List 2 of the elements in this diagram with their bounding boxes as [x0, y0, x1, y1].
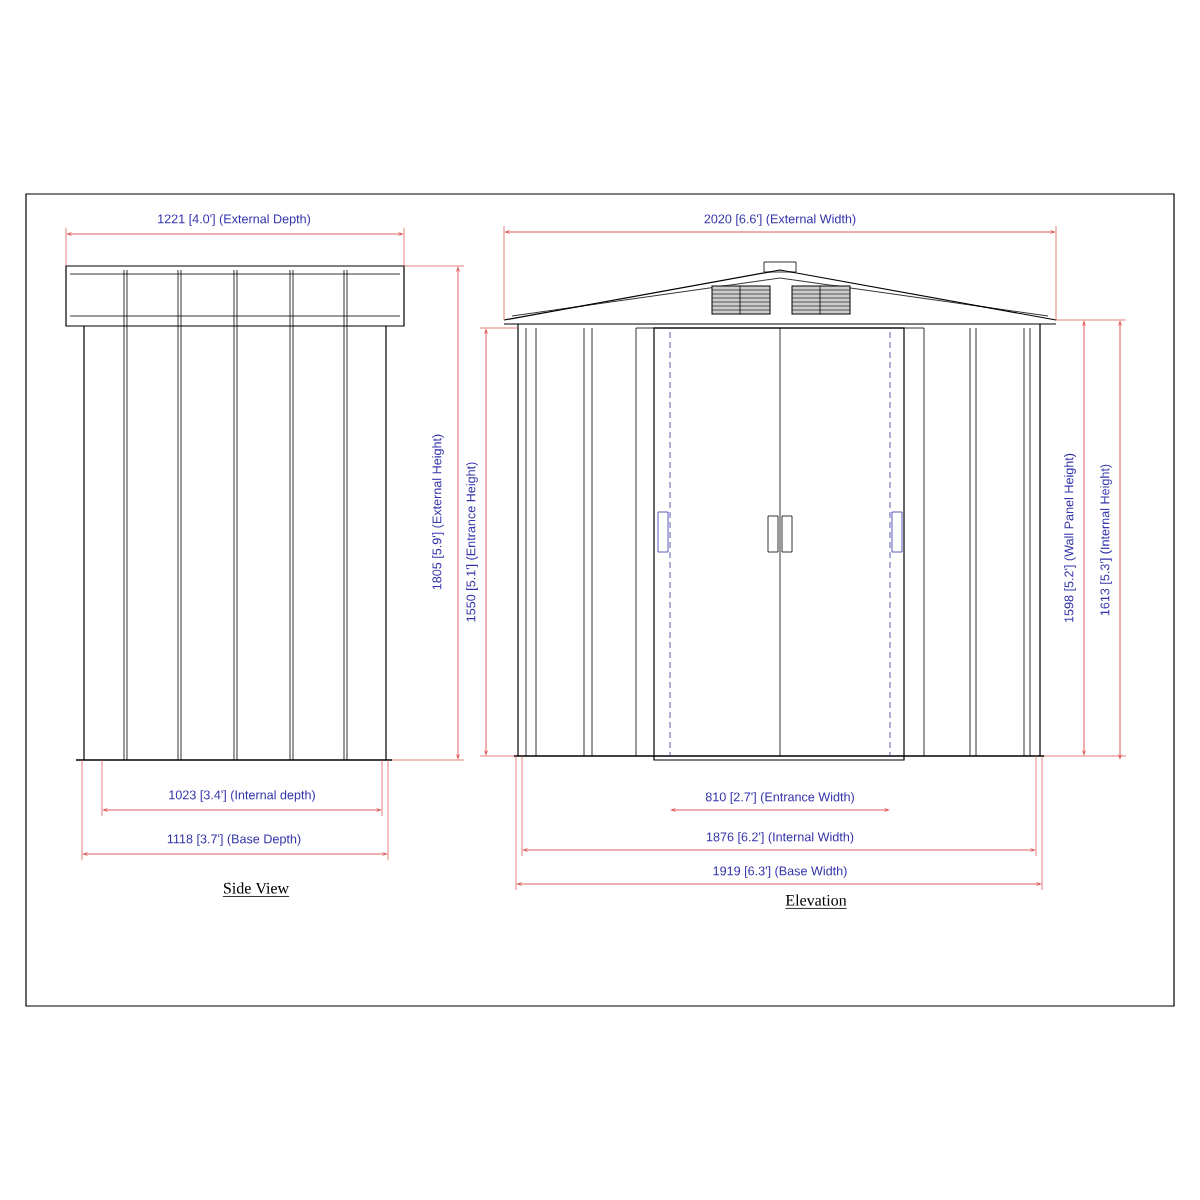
view-title: Elevation [784, 894, 848, 909]
view-title: Side View [222, 882, 290, 897]
